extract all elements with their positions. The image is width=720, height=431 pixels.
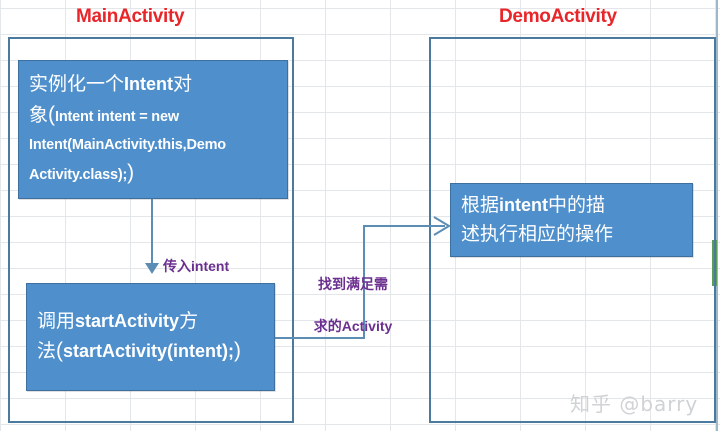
step-box-execute-operation-text: 根据intent中的描 述执行相应的操作 xyxy=(451,191,623,249)
main-activity-container xyxy=(8,37,294,423)
instantiate-code-line3: Activity.class); xyxy=(29,166,128,183)
title-demo-activity: DemoActivity xyxy=(499,6,617,27)
label-pass-intent-en: intent xyxy=(191,258,230,275)
instantiate-paren-open: ( xyxy=(48,103,56,127)
label-find-activity-line1: 找到满足需 xyxy=(318,277,388,294)
instantiate-code-line2: Intent(MainActivity.this,Demo xyxy=(29,137,226,154)
arrowhead-right-icon xyxy=(433,216,451,236)
instantiate-line2-cn: 象 xyxy=(29,104,49,127)
label-pass-intent: 传入intent xyxy=(163,236,273,278)
start-activity-line2-cn: 法 xyxy=(37,340,57,363)
label-find-activity: 找到满足需 求的Activity xyxy=(303,254,403,337)
connector-pass-intent-line xyxy=(151,199,153,265)
start-activity-code: startActivity(intent); xyxy=(63,341,235,362)
gridline-vertical xyxy=(390,0,391,431)
execute-line1-en: intent xyxy=(499,195,549,216)
execute-line2: 述执行相应的操作 xyxy=(461,223,614,245)
connector-find-activity-segment-horizontal-lower xyxy=(275,337,365,339)
step-box-instantiate-intent[interactable]: 实例化一个Intent对 象(Intent intent = new Inten… xyxy=(18,60,288,199)
instantiate-code-line1: Intent intent = new xyxy=(55,109,179,126)
gridline-horizontal xyxy=(0,34,720,35)
instantiate-line1-cn2: 对 xyxy=(173,73,193,96)
watermark: 知乎 @barry xyxy=(570,392,699,416)
execute-line1-b: 中的描 xyxy=(548,194,606,217)
start-activity-line1-en: startActivity xyxy=(75,310,180,331)
instantiate-line1-cn: 实例化一个 xyxy=(29,73,125,96)
instantiate-line1-en: Intent xyxy=(124,74,174,95)
title-main-activity: MainActivity xyxy=(76,6,185,27)
gridline-horizontal xyxy=(0,424,720,425)
gridline-vertical xyxy=(0,0,1,431)
arrowhead-down-icon xyxy=(145,263,159,274)
step-box-execute-operation[interactable]: 根据intent中的描 述执行相应的操作 xyxy=(450,183,693,257)
start-activity-paren-open: ( xyxy=(56,339,64,363)
label-find-activity-line2-cn: 求的 xyxy=(313,318,342,335)
step-box-start-activity-text: 调用startActivity方 法(startActivity(intent)… xyxy=(27,307,251,368)
start-activity-paren-close: ) xyxy=(234,339,242,363)
start-activity-line1-cn2: 方 xyxy=(179,309,199,332)
connector-find-activity-segment-vertical xyxy=(363,225,365,339)
right-edge-strip xyxy=(716,0,718,431)
label-pass-intent-cn: 传入 xyxy=(163,259,191,276)
start-activity-line1-cn: 调用 xyxy=(37,309,76,332)
connector-find-activity-segment-horizontal-upper xyxy=(363,225,445,227)
label-find-activity-line2-en: Activity xyxy=(341,317,393,334)
step-box-instantiate-intent-text: 实例化一个Intent对 象(Intent intent = new Inten… xyxy=(19,70,236,189)
execute-line1-a: 根据 xyxy=(461,194,500,217)
gridline-vertical xyxy=(325,0,326,431)
step-box-start-activity[interactable]: 调用startActivity方 法(startActivity(intent)… xyxy=(26,283,275,391)
demo-activity-container xyxy=(429,37,716,423)
instantiate-paren-close: ) xyxy=(127,160,135,184)
